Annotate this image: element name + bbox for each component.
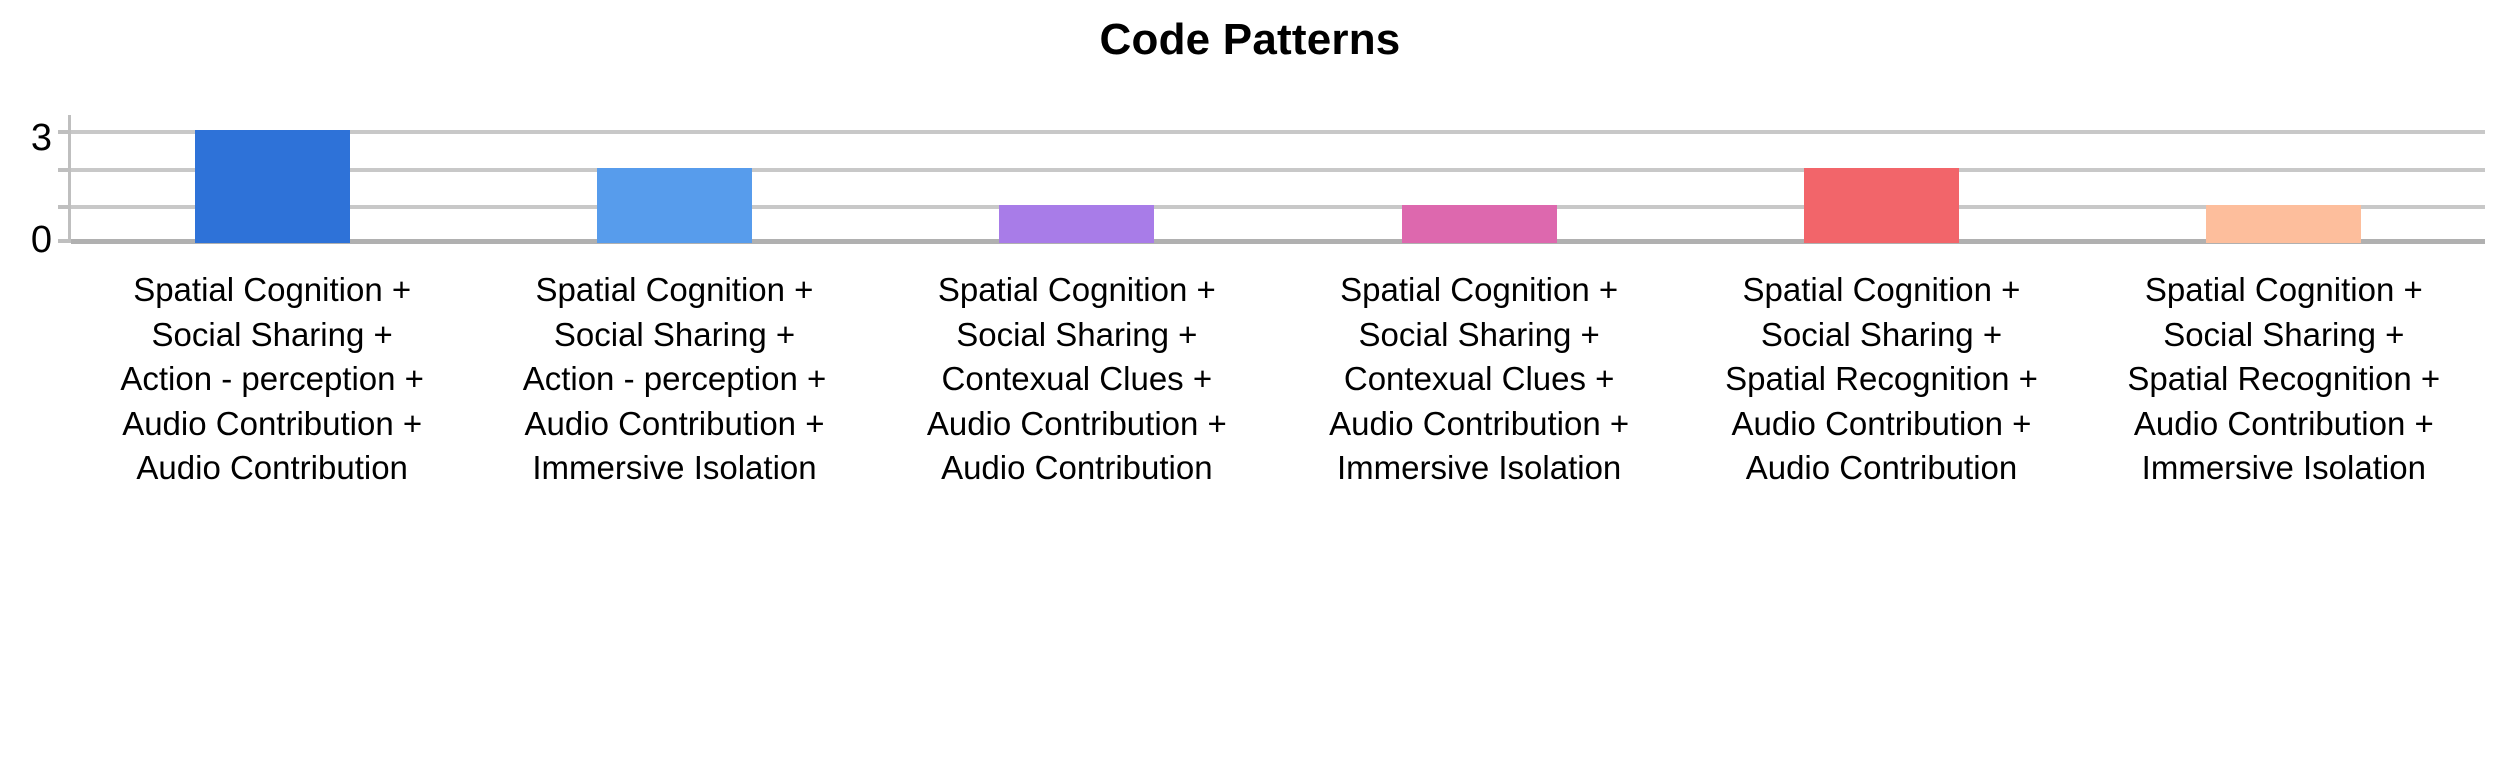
bar-4[interactable] (1401, 205, 1557, 243)
gridline-3 (71, 130, 2485, 134)
bar-2[interactable] (597, 167, 752, 243)
bar-1[interactable] (194, 130, 350, 243)
x-axis-label-3: Spatial Cognition + Social Sharing + Con… (926, 271, 1227, 487)
y-axis-tickmark-0 (58, 239, 72, 243)
bar-slot-2 (473, 130, 875, 243)
x-axis-label-1: Spatial Cognition + Social Sharing + Act… (120, 271, 424, 487)
gridline-2 (71, 168, 2485, 172)
bar-3[interactable] (999, 205, 1155, 243)
y-axis-tickmark-2 (58, 168, 72, 172)
x-axis-label-6: Spatial Cognition + Social Sharing + Spa… (2127, 271, 2441, 487)
x-axis-label-2: Spatial Cognition + Social Sharing + Act… (522, 271, 827, 487)
gridline-0-baseline (71, 239, 2485, 244)
plot-area: 3 0 (0, 115, 2500, 261)
x-axis-label-4: Spatial Cognition + Social Sharing + Con… (1329, 271, 1630, 487)
y-axis-tick-label-bottom: 0 (30, 219, 52, 261)
bar-6[interactable] (2206, 205, 2362, 243)
bar-slot-4 (1278, 130, 1680, 243)
bar-slot-3 (876, 130, 1278, 243)
bar-slot-1 (71, 130, 473, 243)
bar-series (71, 130, 2485, 243)
chart-title: Code Patterns (1099, 15, 1401, 64)
x-axis-category-labels: Spatial Cognition + Social Sharing + Act… (71, 268, 2485, 491)
bar-5[interactable] (1804, 167, 1959, 243)
gridlines (71, 130, 2485, 244)
x-axis-label-5: Spatial Cognition + Social Sharing + Spa… (1725, 271, 2038, 487)
y-axis-tickmark-1 (58, 205, 72, 209)
gridline-1 (71, 205, 2485, 209)
y-axis-tick-label-top: 3 (30, 117, 52, 159)
y-axis-tickmark-3 (58, 130, 72, 134)
bar-slot-6 (2083, 130, 2485, 243)
y-axis-line (68, 115, 71, 240)
bar-slot-5 (1680, 130, 2082, 243)
